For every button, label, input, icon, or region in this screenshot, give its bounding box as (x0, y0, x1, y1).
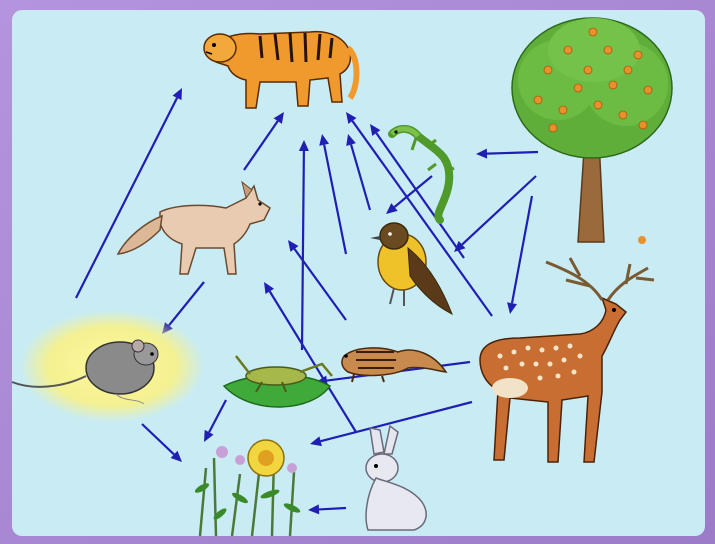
thistle-flower (248, 440, 284, 476)
arrow-shaft (319, 508, 346, 509)
